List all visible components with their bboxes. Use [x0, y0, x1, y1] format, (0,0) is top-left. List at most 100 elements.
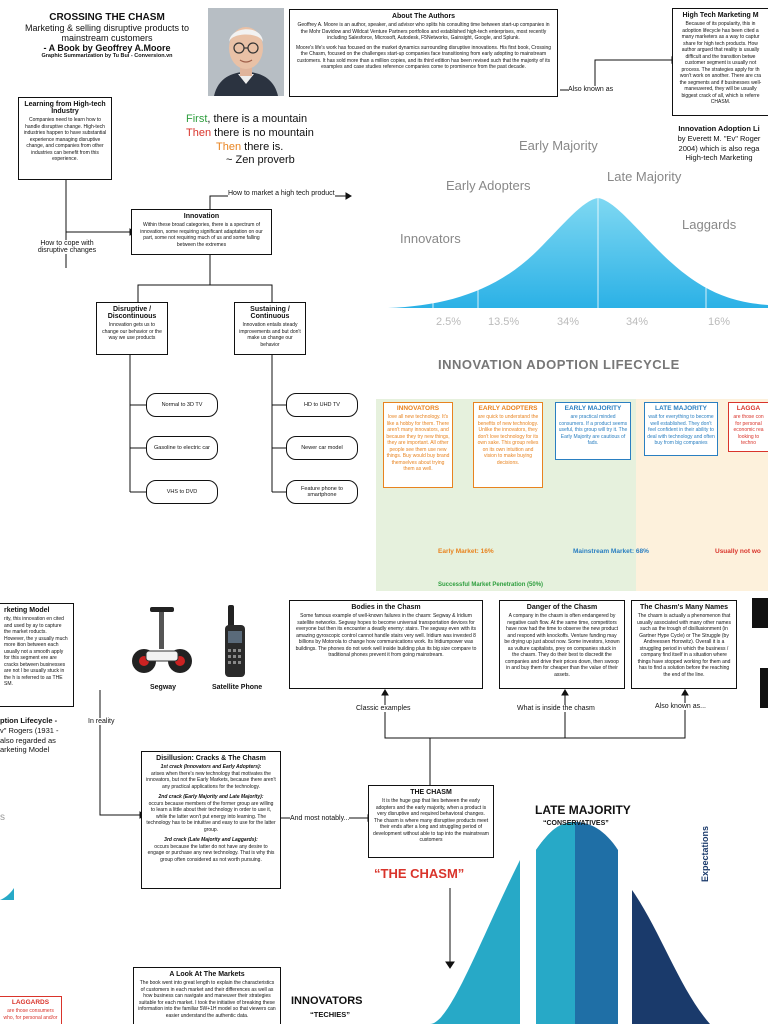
markets-box-title: A Look At The Markets	[169, 971, 245, 978]
segment-late-majority: LATE MAJORITY wait for everything to bec…	[644, 402, 718, 456]
sustaining-title: Sustaining / Continuous	[250, 306, 290, 320]
ial-left-line-1: ption Lifecycle -	[0, 716, 58, 725]
ial-left-line-3: also regarded as	[0, 735, 56, 745]
left-cut-letter: s	[0, 812, 5, 823]
segment-late-majority-body: wait for everything to become well estab…	[647, 414, 715, 447]
segment-late-majority-title: LATE MAJORITY	[655, 405, 707, 412]
bell-label-early-adopters: Early Adopters	[446, 178, 531, 193]
segway-illustration	[132, 607, 192, 673]
about-authors-p2: Moore's life's work has focused on the m…	[295, 44, 552, 71]
markets-box-body: The book went into great length to expla…	[138, 980, 276, 1019]
success-penetration-label: Successful Market Penetration (50%)	[438, 582, 544, 588]
chasm-graphic	[430, 822, 710, 1024]
example-right-2: Newer car model	[286, 436, 358, 460]
bell-pct-3: 34%	[557, 316, 580, 328]
learning-body: Companies need to learn how to handle di…	[23, 117, 107, 162]
page-title: CROSSING THE CHASM	[49, 12, 165, 23]
danger-body: A company in the chasm is often endanger…	[504, 613, 620, 678]
label-how-to-market: How to market a high tech product	[228, 190, 335, 197]
segment-early-majority-body: are practical minded consumers. If a pro…	[558, 414, 628, 447]
chasm-expectations: Expectations	[700, 825, 710, 882]
about-authors-title: About The Authors	[391, 13, 456, 20]
markets-box: A Look At The Markets The book went into…	[133, 967, 281, 1024]
ial-heading: INNOVATION ADOPTION LIFECYCLE	[438, 357, 680, 372]
htm-top-title: High Tech Marketing M	[682, 12, 759, 19]
chasm-box-body: It is the huge gap that lies between the…	[373, 798, 489, 843]
quote-line-1: , there is a mountain	[207, 113, 308, 125]
laggards-bottom-title: LAGGARDS	[11, 999, 50, 1006]
disillusion-box: Disillusion: Cracks & The Chasm 1st crac…	[141, 751, 281, 889]
bell-label-innovators: Innovators	[400, 231, 461, 246]
bell-curve	[388, 190, 768, 308]
laggards-bottom-body: are those consumers who, for personal an…	[3, 1008, 58, 1021]
example-left-1: Normal to 3D TV	[146, 393, 218, 417]
chasm-late-majority: LATE MAJORITY	[535, 803, 631, 817]
chasm-innovators: INNOVATORS	[291, 995, 363, 1007]
segment-laggards-title: LAGGA	[736, 405, 761, 412]
laggards-bottom-box: LAGGARDS are those consumers who, for pe…	[0, 996, 62, 1024]
ial-left-line-2: v" Rogers (1931 -	[0, 725, 59, 735]
learning-title: Learning from High-tech Industry	[24, 101, 106, 115]
bell-pct-5: 16%	[708, 316, 731, 328]
crack-2-heading: 2nd crack (Early Majority and Late Major…	[158, 794, 264, 800]
header: CROSSING THE CHASM Marketing & selling d…	[18, 12, 196, 59]
disruptive-body: Innovation gets us to change our behavio…	[102, 322, 162, 341]
chasm-techies: “TECHIES”	[310, 1010, 351, 1019]
caption-segway: Segway	[150, 684, 177, 691]
innovation-box: Innovation Within these broad categories…	[131, 209, 272, 255]
danger-title: Danger of the Chasm	[526, 604, 598, 611]
ial-left-reference: ption Lifecycle - v" Rogers (1931 - also…	[0, 716, 80, 755]
innovation-body: Within these broad categories, there is …	[140, 222, 263, 248]
quote-word-2: Then	[186, 126, 212, 139]
satellite-phone-illustration	[225, 605, 245, 677]
ial-ref-line-3: 2004) which is also rega	[678, 143, 760, 153]
bell-label-laggards: Laggards	[682, 217, 737, 232]
disruptive-box: Disruptive / Discontinuous Innovation ge…	[96, 302, 168, 355]
about-authors-p1: Geoffrey A. Moore is an author, speaker,…	[297, 22, 550, 41]
bell-label-late-majority: Late Majority	[607, 169, 682, 184]
bodies-title: Bodies in the Chasm	[351, 604, 421, 611]
disruptive-title: Disruptive / Discontinuous	[107, 306, 157, 320]
author-photo	[208, 8, 284, 96]
chasm-box: THE CHASM It is the huge gap that lies b…	[368, 785, 494, 858]
segment-early-majority-title: EARLY MAJORITY	[564, 405, 622, 412]
bodies-body: Some famous example of well-known failur…	[295, 613, 477, 658]
label-also-known-2: Also known as...	[655, 703, 706, 710]
quote-line-3: there is.	[241, 140, 284, 153]
label-and-most-notably: And most notably...	[290, 815, 350, 822]
crack-1-body: arises when there's new technology that …	[146, 770, 276, 790]
label-inside-chasm: What is inside the chasm	[517, 705, 595, 712]
segment-early-adopters: EARLY ADOPTERS are quick to understand t…	[473, 402, 543, 488]
bell-pct-4: 34%	[626, 316, 649, 328]
segment-innovators-title: INNOVATORS	[396, 405, 440, 412]
htm-left-box: rketing Model rity, this innovation en c…	[0, 603, 74, 707]
ial-ref-line-2: by Everett M. "Ev" Roger	[677, 133, 761, 143]
example-right-3: Feature phone to smartphone	[286, 480, 358, 504]
about-authors-box: About The Authors Geoffrey A. Moore is a…	[289, 9, 558, 97]
names-body: The chasm is actually a phenomenon that …	[637, 613, 731, 678]
danger-box: Danger of the Chasm A company in the cha…	[499, 600, 625, 689]
early-market-label: Early Market: 16%	[438, 548, 494, 555]
ial-left-line-4: arketing Model	[0, 745, 50, 755]
book-author: - A Book by Geoffrey A.Moore	[43, 43, 171, 53]
crack-1-heading: 1st crack (Innovators and Early Adopters…	[160, 764, 262, 770]
chasm-box-title: THE CHASM	[410, 789, 452, 796]
example-left-3: VHS to DVD	[146, 480, 218, 504]
zen-quote: First, there is a mountain Then there is…	[186, 113, 336, 168]
disillusion-title: Disillusion: Cracks & The Chasm	[156, 755, 266, 762]
names-title: The Chasm's Many Names	[639, 604, 729, 611]
chasm-label: “THE CHASM”	[374, 866, 465, 881]
learning-box: Learning from High-tech Industry Compani…	[18, 97, 112, 180]
segment-innovators-body: love all new technology. It's like a hob…	[386, 414, 450, 473]
label-in-reality: In reality	[88, 718, 115, 725]
example-left-2: Gasoline to electric car	[146, 436, 218, 460]
label-how-to-cope: How to cope with disruptive changes	[30, 240, 104, 254]
crack-2-body: occurs because members of the former gro…	[146, 800, 276, 833]
htm-top-box: High Tech Marketing M Because of its pop…	[672, 8, 768, 116]
segment-innovators: INNOVATORS love all new technology. It's…	[383, 402, 453, 488]
crack-3-body: occurs because the latter do not have an…	[147, 843, 275, 863]
ial-reference: Innovation Adoption Li by Everett M. "Ev…	[670, 124, 768, 163]
segment-laggards-body: are those con for personal economic rea …	[733, 414, 764, 447]
label-also-known-top: Also known as	[568, 86, 614, 93]
segment-early-adopters-body: are quick to understand the benefits of …	[477, 414, 539, 466]
